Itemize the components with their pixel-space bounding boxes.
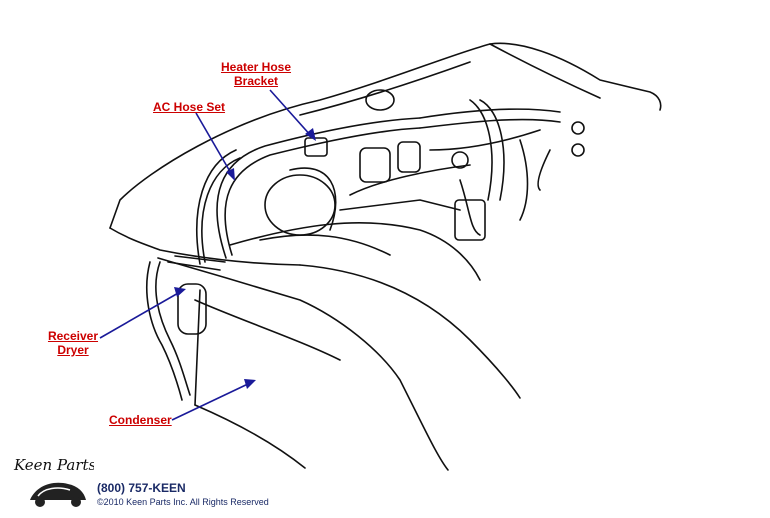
- condenser-arrow: [171, 382, 251, 421]
- logo-car-icon: Keen Parts: [13, 456, 94, 507]
- ac-hose-set-label[interactable]: AC Hose Set: [153, 100, 226, 114]
- receiver-dryer-label[interactable]: Receiver Dryer: [40, 329, 106, 357]
- fender-edge: [109, 227, 301, 266]
- logo-text: Keen Parts: [13, 456, 94, 474]
- hood-outline: [109, 42, 662, 229]
- brand-phone: (800) 757-KEEN: [97, 481, 186, 495]
- ac-hose-2: [216, 117, 421, 259]
- ac-hose-arrow: [195, 112, 233, 176]
- receiver-dryer-arrow: [99, 291, 181, 339]
- receiver-dryer-line2: Dryer: [57, 343, 89, 357]
- condenser-panel: [157, 257, 449, 471]
- heater-hose-bracket-line2: Bracket: [233, 74, 279, 88]
- condenser-label[interactable]: Condenser: [109, 413, 172, 427]
- heater-hose-bracket-label[interactable]: Heater Hose Bracket: [216, 60, 296, 88]
- heater-hose-bracket-line1: Heater Hose: [220, 60, 292, 74]
- brand-copyright: ©2010 Keen Parts Inc. All Rights Reserve…: [97, 497, 269, 507]
- receiver-dryer-shape: [177, 283, 207, 335]
- heater-bracket-arrow: [269, 89, 313, 138]
- receiver-dryer-line1: Receiver: [47, 329, 99, 343]
- ac-hose-1: [224, 127, 421, 256]
